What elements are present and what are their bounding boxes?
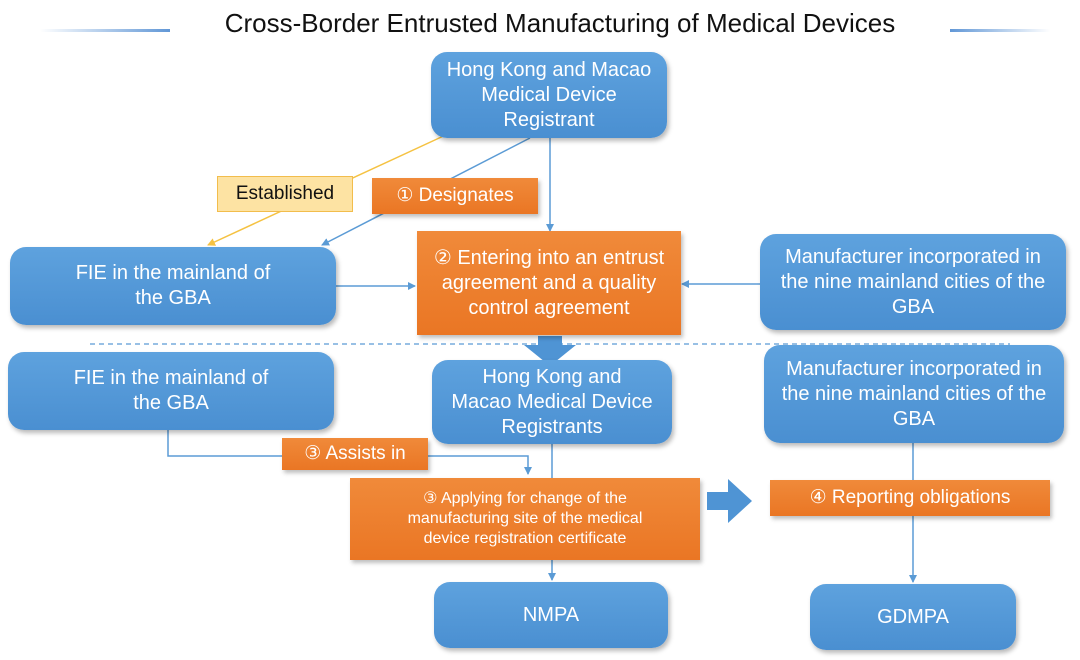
- flow-arrow-down: [524, 336, 576, 366]
- label-applying-change: ③ Applying for change of the manufacturi…: [350, 478, 700, 560]
- title-decoration-left: [40, 29, 170, 32]
- title-decoration-right: [950, 29, 1050, 32]
- node-fie-bottom: FIE in the mainland of the GBA: [8, 352, 334, 430]
- label-designates: ① Designates: [372, 178, 538, 214]
- node-nmpa: NMPA: [434, 582, 668, 648]
- node-gdmpa: GDMPA: [810, 584, 1016, 650]
- label-entering-agreement: ② Entering into an entrust agreement and…: [417, 231, 681, 335]
- node-manufacturer-bottom: Manufacturer incorporated in the nine ma…: [764, 345, 1064, 443]
- label-assists: ③ Assists in: [282, 438, 428, 470]
- diagram-title: Cross-Border Entrusted Manufacturing of …: [224, 8, 896, 38]
- flow-arrow-right: [707, 479, 752, 523]
- node-manufacturer-top: Manufacturer incorporated in the nine ma…: [760, 234, 1066, 330]
- node-fie-top: FIE in the mainland of the GBA: [10, 247, 336, 325]
- label-reporting-obligations: ④ Reporting obligations: [770, 480, 1050, 516]
- label-established: Established: [217, 176, 353, 212]
- node-registrants-bottom: Hong Kong and Macao Medical Device Regis…: [432, 360, 672, 444]
- node-registrant-top: Hong Kong and Macao Medical Device Regis…: [431, 52, 667, 138]
